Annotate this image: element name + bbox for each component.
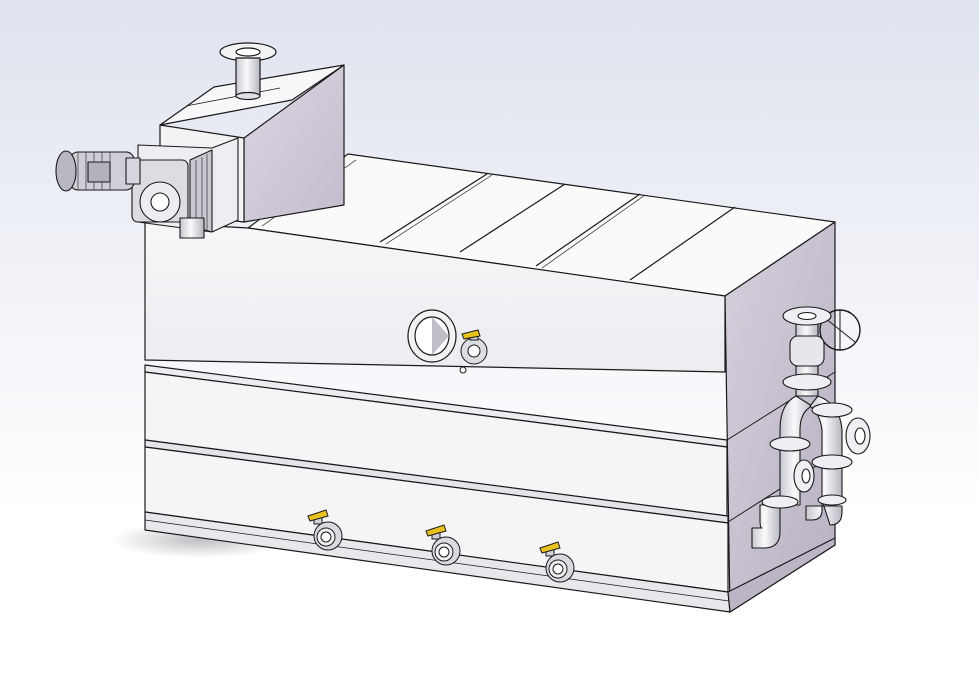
right-branch-flange <box>811 402 853 418</box>
motor-gearbox-coupling <box>125 157 141 185</box>
right-branch-flange <box>811 454 853 470</box>
drain-valve-port <box>552 563 564 575</box>
outlet-top-flange-bore <box>797 311 817 321</box>
motor-end-cap <box>55 150 77 192</box>
mid-flange <box>782 373 832 391</box>
sight-glass <box>407 309 457 363</box>
left-branch-flange <box>769 436 811 452</box>
drain-valve-port <box>438 546 450 558</box>
flange-inlet-bore <box>235 47 261 57</box>
drain-valve-3 <box>539 541 575 583</box>
sight-glass-reflection <box>432 317 449 355</box>
lower-side-bore <box>801 468 811 484</box>
top-cover-seam <box>459 183 566 253</box>
gearbox-output-shaft <box>150 192 170 212</box>
tank-base-skid-side <box>727 537 836 613</box>
drain-valves <box>307 509 575 583</box>
bottom-right-flange <box>817 494 847 506</box>
gate-valve-body <box>789 335 825 367</box>
drain-valve-port <box>320 531 332 543</box>
outlet-piping <box>751 306 871 549</box>
side-valve-tail <box>459 366 467 374</box>
top-cover-seam <box>629 206 736 281</box>
side-valve-port <box>467 344 481 358</box>
drive-motor <box>55 137 239 239</box>
drain-valve-handle <box>425 524 447 537</box>
top-cover-seam <box>541 194 646 269</box>
top-cover-seam <box>385 174 493 245</box>
motor-terminal-box <box>87 161 111 183</box>
outlet-elbow-right <box>805 499 843 526</box>
drain-valve-1 <box>307 509 343 551</box>
side-valve-handle <box>461 329 481 340</box>
tank-front-upper <box>144 221 726 373</box>
flange-inlet-base <box>235 91 261 101</box>
drain-valve-handle <box>539 541 561 554</box>
outlet-elbow-left <box>751 504 781 549</box>
gearbox-fins <box>189 149 213 233</box>
bottom-left-flange <box>761 495 799 509</box>
drain-valve-handle <box>307 509 329 522</box>
top-cover-seam <box>379 173 488 243</box>
top-cover-seam <box>535 193 641 267</box>
drive-shaft-sleeve <box>179 217 205 239</box>
side-valve <box>459 329 488 374</box>
flange-inlet-pipe <box>235 57 261 97</box>
drain-valve-2 <box>425 524 461 566</box>
hopper-top-seam <box>185 87 281 107</box>
side-outlet-bore <box>854 427 866 445</box>
